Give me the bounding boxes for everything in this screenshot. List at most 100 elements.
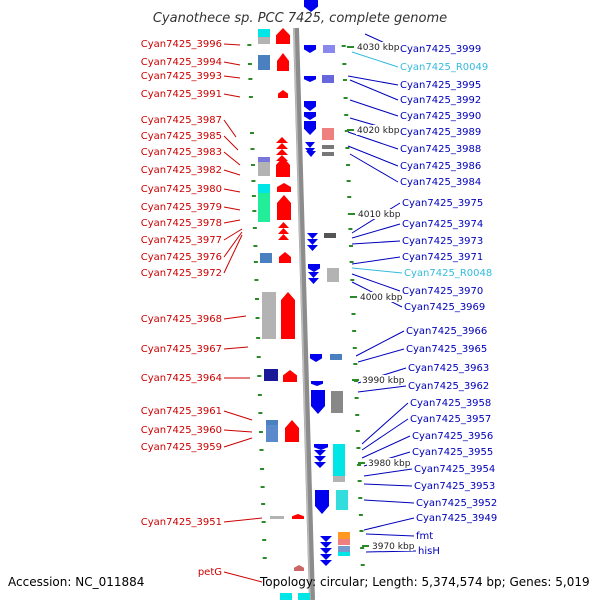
gene-label-right: Cyan7425_3962 bbox=[408, 381, 489, 392]
gene-box bbox=[258, 55, 270, 70]
gene-label-left: Cyan7425_3951 bbox=[141, 517, 222, 528]
gene-label-left: Cyan7425_3991 bbox=[141, 89, 222, 100]
gene-box bbox=[260, 253, 272, 263]
gene-label-left: Cyan7425_3961 bbox=[141, 406, 222, 417]
callout-line-left bbox=[223, 315, 247, 320]
gene-arrow-down bbox=[304, 0, 318, 12]
gene-label-left: Cyan7425_3968 bbox=[141, 314, 222, 325]
callout-line-left bbox=[223, 228, 243, 241]
gene-label-left: Cyan7425_3983 bbox=[141, 147, 222, 158]
gene-chevron-down bbox=[320, 554, 332, 560]
gene-label-left: Cyan7425_3979 bbox=[141, 202, 222, 213]
accession-text: Accession: NC_011884 bbox=[8, 575, 144, 589]
callout-line-left bbox=[223, 234, 243, 274]
gene-box bbox=[280, 593, 292, 600]
gene-chevron-down bbox=[305, 142, 315, 148]
callout-line-right bbox=[349, 99, 399, 117]
gene-arrow-down bbox=[315, 490, 329, 514]
gene-box bbox=[338, 539, 350, 545]
gene-arrow-up bbox=[277, 195, 291, 220]
gene-arrow-down bbox=[308, 264, 320, 272]
gene-arrow-up bbox=[277, 53, 289, 71]
gene-label-right: Cyan7425_3975 bbox=[402, 198, 483, 209]
gene-box bbox=[264, 369, 278, 381]
gene-arrow-down bbox=[314, 444, 328, 450]
gene-chevron-down bbox=[320, 536, 332, 542]
gene-box bbox=[322, 152, 334, 156]
kbp-label-bg bbox=[361, 375, 403, 385]
gene-box bbox=[338, 546, 350, 552]
callout-line-right bbox=[361, 418, 409, 451]
gene-box bbox=[323, 45, 335, 53]
gene-arrow-up bbox=[276, 28, 290, 44]
kbp-label-bg bbox=[356, 42, 398, 52]
gene-label-left: Cyan7425_3959 bbox=[141, 442, 222, 453]
gene-box bbox=[266, 420, 278, 425]
topology-text: Topology: circular; Length: 5,374,574 bp… bbox=[259, 575, 590, 589]
rna-gene-label: Cyan7425_R0049 bbox=[400, 62, 488, 73]
gene-arrow-up bbox=[281, 292, 295, 339]
gene-box bbox=[258, 29, 270, 37]
gene-arrow-down bbox=[304, 121, 316, 135]
gene-label-right: Cyan7425_3995 bbox=[400, 80, 481, 91]
callout-line-right bbox=[351, 51, 399, 68]
gene-arrow-up bbox=[292, 514, 304, 519]
gene-chevron-up bbox=[278, 228, 289, 234]
callout-line-left bbox=[223, 429, 253, 433]
callout-line-left bbox=[223, 346, 249, 350]
callout-line-left bbox=[223, 219, 241, 224]
callout-line-right bbox=[363, 517, 415, 531]
backbone-highlight bbox=[293, 27, 311, 600]
gene-chevron-down bbox=[320, 548, 332, 554]
gene-label-right: Cyan7425_3966 bbox=[406, 326, 487, 337]
gene-chevron-down bbox=[314, 450, 326, 456]
gene-label-left: Cyan7425_3980 bbox=[141, 184, 222, 195]
gene-box bbox=[324, 233, 336, 238]
callout-line-left bbox=[223, 61, 241, 66]
gene-box bbox=[336, 490, 348, 510]
gene-label-right: Cyan7425_3989 bbox=[400, 127, 481, 138]
gene-labels: Cyan7425_3996Cyan7425_3994Cyan7425_3993C… bbox=[141, 39, 498, 578]
gene-box bbox=[331, 391, 343, 413]
gene-glyphs bbox=[258, 0, 350, 600]
gene-label-right: Cyan7425_3953 bbox=[414, 481, 495, 492]
gene-chevron-down bbox=[308, 272, 319, 278]
callout-line-right bbox=[361, 435, 411, 459]
kbp-position-label: 4020 kbp bbox=[357, 126, 400, 136]
kbp-position-label: 3990 kbp bbox=[362, 376, 405, 386]
gene-arrow-down bbox=[311, 381, 323, 386]
callout-line-left bbox=[223, 169, 241, 176]
kbp-position-label: 4000 kbp bbox=[360, 293, 403, 303]
callout-line-right bbox=[365, 533, 415, 537]
gene-box bbox=[258, 162, 270, 176]
gene-box bbox=[333, 444, 345, 476]
gene-label-right: Cyan7425_3999 bbox=[400, 44, 481, 55]
gene-label-left: Cyan7425_3972 bbox=[141, 268, 222, 279]
kbp-position-label: 4010 kbp bbox=[358, 210, 401, 220]
genome-backbone bbox=[293, 27, 315, 600]
callout-line-right bbox=[349, 79, 399, 101]
callout-line-right bbox=[355, 330, 405, 357]
callout-line-left bbox=[223, 151, 241, 166]
gene-arrow-down bbox=[304, 112, 316, 120]
callout-line-right bbox=[357, 385, 407, 393]
gene-box bbox=[322, 75, 334, 83]
kbp-label-bg bbox=[359, 292, 401, 302]
gene-box bbox=[338, 552, 350, 556]
callout-lines bbox=[223, 33, 417, 583]
kbp-position-label: 3980 kbp bbox=[368, 459, 411, 469]
gene-label-left: Cyan7425_3976 bbox=[141, 252, 222, 263]
callout-line-left bbox=[223, 93, 241, 98]
gene-box bbox=[258, 157, 270, 162]
callout-line-right bbox=[351, 256, 401, 265]
gene-chevron-up bbox=[276, 137, 288, 143]
gene-box bbox=[333, 476, 345, 482]
gene-label-right: Cyan7425_3990 bbox=[400, 111, 481, 122]
gene-label-left: Cyan7425_3977 bbox=[141, 235, 222, 246]
callout-line-right bbox=[361, 402, 409, 445]
callout-line-right bbox=[347, 75, 399, 86]
gene-label-right: Cyan7425_3949 bbox=[416, 513, 497, 524]
callout-line-left bbox=[223, 437, 253, 448]
gene-arrow-up bbox=[294, 565, 304, 571]
